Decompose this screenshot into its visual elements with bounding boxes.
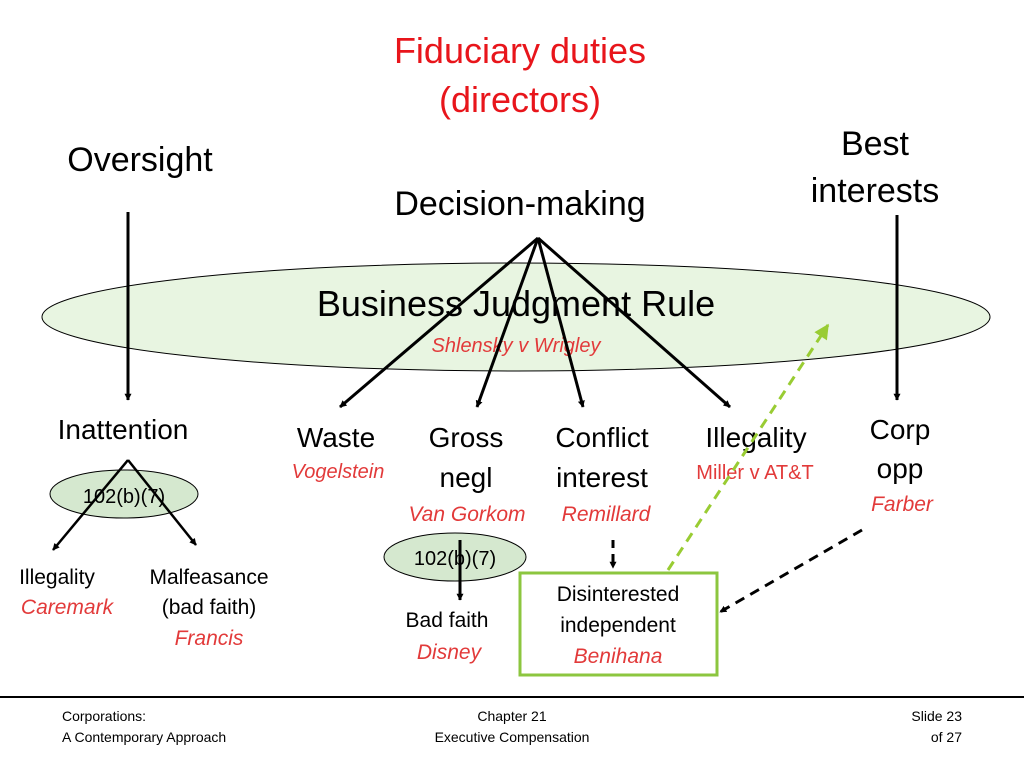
caremark-case: Caremark [21,596,115,619]
footer-right-line-1: Slide 23 [911,708,962,724]
business-judgment-rule-ellipse [41,262,991,372]
corp-opp-line-2: opp [877,453,924,484]
gross-negl-line-2: negl [440,462,493,493]
inattention-label: Inattention [58,414,189,445]
conflict-line-1: Conflict [555,422,649,453]
footer-right-line-2: of 27 [931,729,962,745]
malfeasance-line-1: Malfeasance [149,566,268,589]
corp-opp-line-1: Corp [870,414,931,445]
gross-negl-line-1: Gross [429,422,504,453]
corp-opp-dashed-arrow [719,528,863,614]
oversight-illegality-arrow [52,459,129,551]
bad-faith-label: Bad faith [406,609,489,632]
vogelstein-case: Vogelstein [292,461,385,483]
conflict-line-2: interest [556,462,648,493]
gross-negl-exculpation-label: 102(b)(7) [414,548,496,570]
business-judgment-rule-label: Business Judgment Rule [317,283,715,324]
illegality-arrow [537,236,731,409]
disney-case: Disney [417,641,483,664]
gross-negl-arrow [475,237,540,408]
footer-left-line-2: A Contemporary Approach [62,729,226,745]
oversight-illegality-label: Illegality [19,566,95,589]
title-line-1: Fiduciary duties [394,30,646,71]
best-interests-line-1: Best [841,125,910,163]
footer-center-line-1: Chapter 21 [477,708,546,724]
disinterested-line-1: Disinterested [557,583,680,606]
farber-case: Farber [871,493,934,516]
gross-negl-exculpation-ellipse [383,532,527,582]
conflict-interest-arrow [536,237,585,408]
malfeasance-line-2: (bad faith) [162,596,257,619]
oversight-label: Oversight [67,141,213,179]
inattention-exculpation-label: 102(b)(7) [83,486,165,508]
footer-left-line-1: Corporations: [62,708,146,724]
miller-case: Miller v AT&T [696,462,813,484]
decision-making-label: Decision-making [394,185,645,223]
best-interests-line-2: interests [811,172,940,210]
shlensky-case: Shlensky v Wrigley [432,335,602,357]
footer-center-line-2: Executive Compensation [435,729,590,745]
disinterested-box [518,571,719,677]
waste-label: Waste [297,422,375,453]
remillard-case: Remillard [562,503,652,526]
disinterested-line-2: independent [560,614,676,637]
box-to-bjr-dashed-arrow [666,323,830,571]
inattention-exculpation-ellipse [49,469,199,519]
malfeasance-arrow [127,459,197,546]
waste-arrow [339,236,539,409]
title-line-2: (directors) [439,79,601,120]
francis-case: Francis [175,627,244,650]
van-gorkom-case: Van Gorkom [408,503,525,526]
benihana-case: Benihana [574,645,663,668]
